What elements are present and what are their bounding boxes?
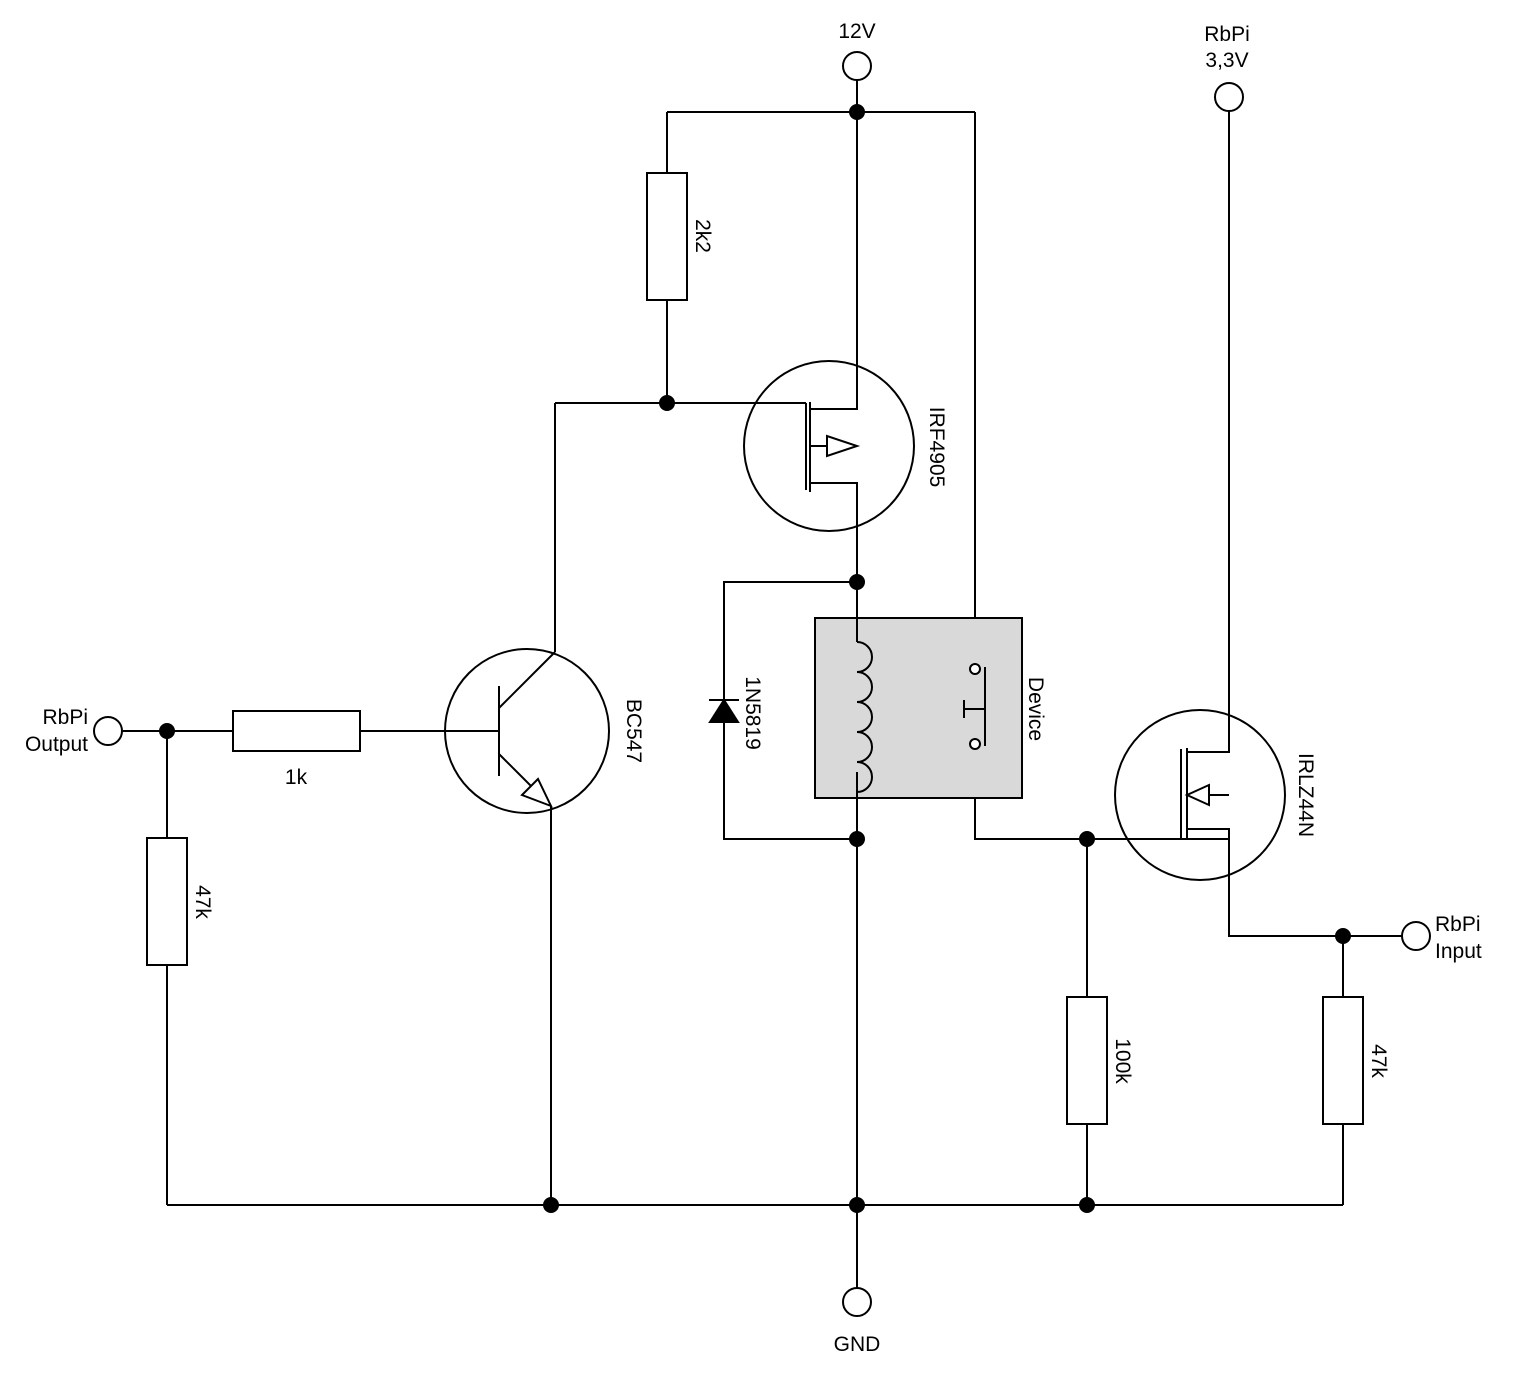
junction-dot [543,1197,559,1213]
label-irlz44n: IRLZ44N [1294,753,1317,837]
junction-dot [849,831,865,847]
label-rbpi-3v3-line1: RbPi [1204,23,1250,46]
pmos-arrow [826,434,861,458]
wire-3v3-drain [1187,111,1230,753]
label-r-100k: 100k [1111,1038,1134,1084]
pmos-irf4905 [743,360,915,532]
label-rbpi-input-line1: RbPi [1435,913,1481,936]
label-bc547: BC547 [622,699,645,763]
junction-dot [1079,831,1095,847]
npn-envelope [444,648,610,814]
terminal-rbpi-input [1401,921,1431,951]
label-r-2k2: 2k2 [691,219,714,253]
label-r-1k: 1k [285,766,308,789]
terminal-rbpi-3v3 [1214,82,1244,112]
label-r-47k-left: 47k [191,885,214,919]
terminals [93,51,1431,1317]
resistors [146,172,1364,1125]
nmos-envelope [1114,709,1286,881]
terminal-rbpi-output [93,716,123,746]
junction-dot [159,723,175,739]
label-device: Device [1024,677,1047,741]
npn-emitter-arrow [520,777,553,808]
label-12v: 12V [838,20,875,43]
relay-device [814,617,1023,799]
wire-pmos-source [810,112,858,410]
nmos-irlz44n [1114,709,1286,881]
switch-contact-bottom [969,738,981,750]
wire-nmos-source [1187,828,1402,937]
label-1n5819: 1N5819 [741,676,764,750]
junction-dot [1335,928,1351,944]
junction-dot [1079,1197,1095,1213]
nmos-arrow [1184,783,1210,807]
wires [123,79,1402,1288]
npn-bc547 [444,648,610,814]
labels: 12V GND RbPi 3,3V RbPi Output RbPi Input… [25,20,1482,1356]
diode-triangle [708,698,740,723]
label-rbpi-output-line2: Output [25,733,88,756]
label-irf4905: IRF4905 [925,407,948,488]
label-rbpi-output-line1: RbPi [42,706,88,729]
junction-dot [849,1197,865,1213]
resistor-1k [232,710,361,752]
junctions [159,104,1351,1213]
resistor-2k2 [646,172,688,301]
label-gnd: GND [834,1333,881,1356]
junction-dot [659,395,675,411]
resistor-100k [1066,996,1108,1125]
pmos-envelope [743,360,915,532]
terminal-gnd [842,1287,872,1317]
relay-coil [856,641,873,793]
diode-1n5819 [708,698,740,723]
label-rbpi-input-line2: Input [1435,940,1482,963]
label-r-47k-right: 47k [1367,1044,1390,1078]
junction-dot [849,104,865,120]
resistor-47k-right [1322,996,1364,1125]
device-box [814,617,1023,799]
terminal-12v [842,51,872,81]
switch-contact-top [969,663,981,675]
label-rbpi-3v3-line2: 3,3V [1205,49,1248,72]
npn-collector [498,651,556,709]
junction-dot [849,574,865,590]
resistor-47k-left [146,837,188,966]
